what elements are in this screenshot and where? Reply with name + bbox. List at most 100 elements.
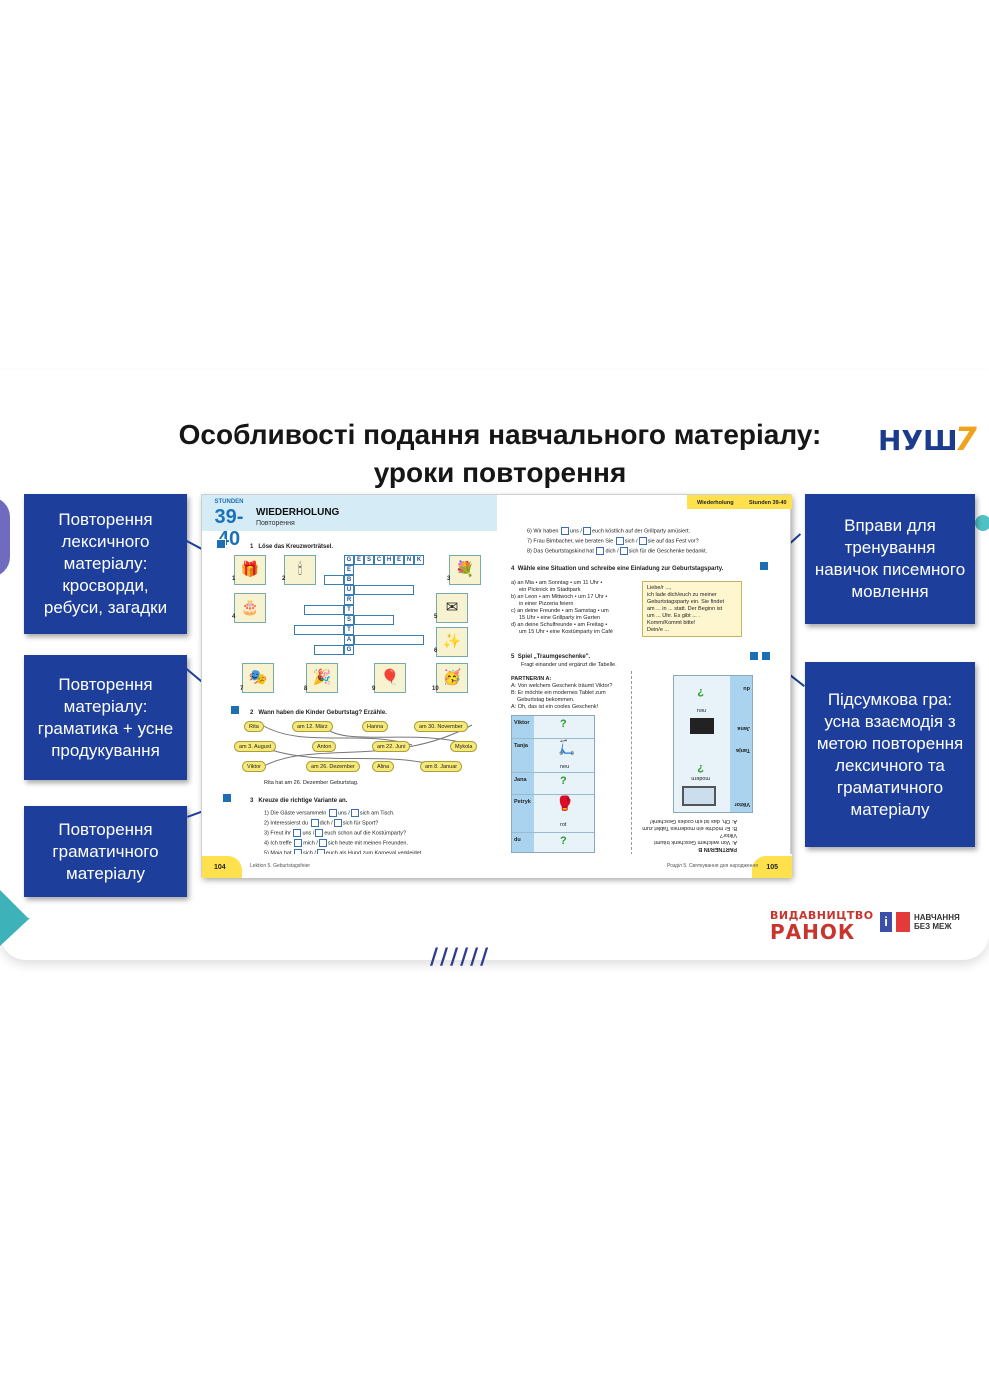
answer-checkbox[interactable]: [582, 527, 591, 535]
option-text: euch schon auf die Kostümparty?: [324, 830, 407, 837]
crossword-cell: G: [344, 555, 354, 565]
option-text: sich /: [624, 538, 638, 545]
invitation-card: Liebe/r ..., ich lade dich/euch zu meine…: [642, 581, 742, 637]
tablet-icon: [682, 786, 716, 806]
dialog-line: A: Oh, das ist ein cooles Geschenk!: [511, 704, 599, 710]
invitation-line: um ... Uhr. Es gibt ... .: [647, 613, 700, 619]
exercise-4-item: ein Picknick im Stadtpark: [519, 587, 581, 593]
callout-writing-text: Вправи для тренування навичок писемного …: [814, 516, 966, 601]
party-picture: 🎉: [306, 663, 338, 693]
answer-checkbox[interactable]: [333, 819, 342, 827]
crossword-top-row: G E S C H E N K: [344, 555, 424, 565]
option-text: sich heute mit meinen Freunden.: [327, 840, 409, 847]
option-text: sich am Tisch.: [359, 810, 395, 817]
answer-checkbox[interactable]: [310, 819, 319, 827]
stunden-label: STUNDEN: [214, 499, 244, 505]
left-page-footer: [202, 854, 497, 878]
lesson-subheading: Повторення: [256, 520, 295, 527]
crossword-cell: K: [414, 555, 424, 565]
ranok-logo: ВИДАВНИЦТВО РАНОК: [770, 909, 874, 942]
callout-final-game: Підсумкова гра: усна взаємодія з метою п…: [805, 662, 975, 847]
picture-number: 4: [232, 614, 236, 620]
mask-picture: 🎭: [242, 663, 274, 693]
table-row: Tanja🛴neu: [512, 738, 594, 772]
boxing-gloves-icon: 🥊: [556, 795, 574, 811]
right-page-footer-text: Розділ 5. Святкування дня народження: [667, 863, 758, 869]
speaking-icon: [230, 705, 240, 715]
picture-number: 5: [434, 614, 438, 620]
picture-number: 6: [434, 648, 438, 654]
table-row: du?: [512, 832, 594, 854]
exercise-4-item: b) an Leon • am Mittwoch • um 17 Uhr •: [511, 594, 608, 600]
table-row: Jana?: [512, 772, 594, 794]
decor-slashes: //////: [430, 945, 491, 970]
scooter-icon: 🛴: [558, 739, 576, 755]
name-tag: Hanna: [362, 721, 389, 732]
exercise-3-line: 4) Ich treffe mich /sich heute mit meine…: [264, 839, 408, 847]
picture-number: 10: [432, 686, 439, 692]
callout-grammar-text: Повторення граматичного матеріалу: [52, 819, 159, 883]
lesson-heading: WIEDERHOLUNG: [256, 507, 340, 518]
answer-checkbox[interactable]: [615, 537, 624, 545]
name-tag: Viktor: [242, 761, 266, 772]
answer-checkbox[interactable]: [561, 527, 570, 535]
answer-checkbox[interactable]: [596, 547, 605, 555]
picture-number: 7: [240, 686, 244, 692]
dialog-line: A: Oh, das ist ein cooles Geschenk!: [649, 818, 737, 824]
decor-triangle-top: [0, 890, 28, 918]
stunden-badge: STUNDEN 39-40: [206, 499, 252, 550]
nush-logo-number: 7: [954, 420, 977, 458]
option-text: dich /: [605, 548, 619, 555]
slide-title: Особливості подання навчального матеріал…: [120, 416, 880, 492]
answer-checkbox[interactable]: [315, 829, 324, 837]
question-mark-icon: ?: [697, 762, 704, 774]
question-mark-icon: ?: [560, 775, 567, 787]
table-row-name: Viktor: [514, 720, 530, 726]
date-tag: am 12. März: [292, 721, 333, 732]
picture-number: 2: [282, 576, 286, 582]
line-text: 3) Freut ihr: [264, 830, 291, 837]
name-tag: Mykola: [450, 741, 478, 752]
option-text: uns /: [337, 810, 350, 817]
answer-checkbox[interactable]: [318, 839, 327, 847]
line-text: 1) Die Gäste versammeln: [264, 810, 327, 817]
question-mark-icon: ?: [560, 835, 567, 847]
partner-a-label: PARTNER/IN A:: [511, 676, 552, 682]
pair-work-icon: [749, 651, 759, 661]
line-text: 5) Maja hat: [264, 850, 292, 856]
option-text: uns /: [302, 830, 315, 837]
answer-checkbox[interactable]: [638, 537, 647, 545]
date-tag: am 3. August: [234, 741, 277, 752]
answer-checkbox[interactable]: [293, 829, 302, 837]
crossword-cell: C: [374, 555, 384, 565]
line-text: 2) Interessierst du: [264, 820, 309, 827]
ranok-logo-line1: ВИДАВНИЦТВО: [770, 909, 874, 922]
crossword-cell: R: [344, 595, 354, 605]
answer-checkbox[interactable]: [328, 809, 337, 817]
nbm-logo: i НАВЧАННЯ БЕЗ МЕЖ: [880, 912, 964, 932]
name-tag: Anton: [312, 741, 337, 752]
crossword-cell: A: [344, 635, 354, 645]
answer-checkbox[interactable]: [294, 839, 303, 847]
crossword-blanks: [294, 575, 344, 655]
left-page-footer-tab: [202, 856, 242, 878]
date-tag: am 22. Juni: [372, 741, 411, 752]
crossword-cell: N: [404, 555, 414, 565]
balloon-picture: 🎈: [374, 663, 406, 693]
play-icon: [896, 912, 910, 932]
answer-checkbox[interactable]: [619, 547, 628, 555]
answer-checkbox[interactable]: [350, 809, 359, 817]
table-row-name: du: [743, 685, 750, 691]
invitation-line: am ... in ... statt. Der Beginn ist: [647, 606, 723, 612]
dialog-line: A: Von welchem Geschenk träumt Viktor?: [511, 683, 613, 689]
picture-number: 1: [232, 576, 236, 582]
invitation-line: Geburtstagsparty ein. Sie findet: [647, 599, 725, 605]
question-mark-icon: ?: [697, 686, 704, 698]
crossword-cell: H: [384, 555, 394, 565]
right-page-footer-tab: [752, 856, 792, 878]
right-page-header-band: [687, 495, 792, 509]
exercise-3-line: 2) Interessierst du dich /sich für Sport…: [264, 819, 378, 827]
partner-b-divider: [631, 671, 632, 855]
crossword-cell: G: [344, 645, 354, 655]
exercise-4-text: Wähle eine Situation und schreibe eine E…: [517, 566, 724, 572]
